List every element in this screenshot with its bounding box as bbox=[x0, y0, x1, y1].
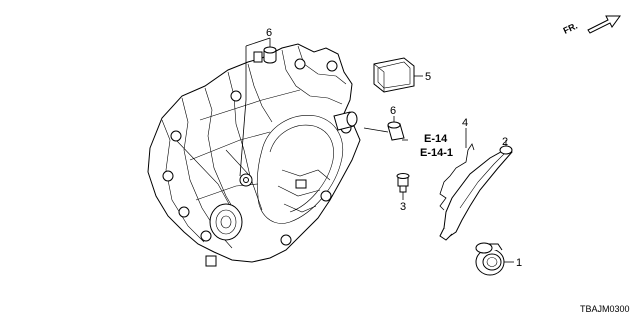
reference-e14-1[interactable]: E-14-1 bbox=[420, 147, 453, 159]
release-fork bbox=[439, 145, 513, 241]
dowel-pin-right bbox=[387, 121, 405, 141]
diagram-code: TBAJM0300 bbox=[580, 304, 630, 314]
callout-1: 1 bbox=[516, 257, 522, 269]
bolt-3 bbox=[396, 173, 410, 193]
callout-3: 3 bbox=[400, 201, 406, 213]
reference-e14[interactable]: E-14 bbox=[424, 133, 448, 145]
callout-5: 5 bbox=[425, 71, 431, 83]
callout-6-upper: 6 bbox=[266, 27, 272, 39]
shaft-boss bbox=[333, 111, 358, 131]
front-direction-arrow: FR. bbox=[562, 15, 621, 36]
leader-lines-6a bbox=[239, 37, 271, 177]
clutch-housing bbox=[147, 43, 361, 267]
release-bearing bbox=[475, 242, 505, 276]
front-direction-label: FR. bbox=[562, 21, 579, 36]
leader-6-housing bbox=[363, 127, 389, 133]
callout-4: 4 bbox=[462, 117, 468, 129]
dowel-pin-upper bbox=[263, 46, 277, 64]
callout-6-right: 6 bbox=[390, 105, 396, 117]
callout-2: 2 bbox=[502, 136, 508, 148]
axle-opening bbox=[209, 203, 243, 241]
oil-guide-plate bbox=[373, 57, 415, 93]
fork-spring-clip bbox=[439, 143, 475, 211]
